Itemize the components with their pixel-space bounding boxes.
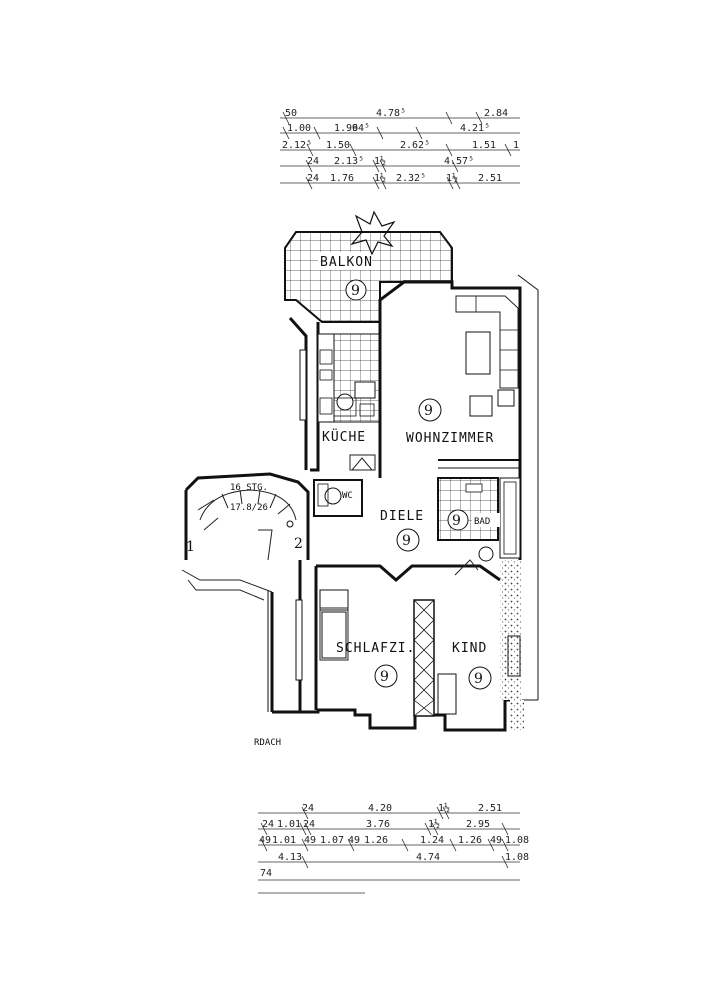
room-label-wc: WC: [342, 491, 353, 501]
living-room: 9 WOHNZIMMER: [378, 295, 520, 478]
dim-bottom-r3-j: 1.08: [505, 835, 529, 846]
hall: DIELE 9: [316, 509, 501, 582]
dim-bottom-r2-f: 2.95: [466, 819, 490, 830]
dim-top-r5-e: 1½: [446, 172, 458, 184]
dim-bottom-r3-e: 49: [348, 835, 360, 846]
dim-bottom-r3-f: 1.26: [364, 835, 388, 846]
room-label-bad: BAD: [474, 517, 490, 527]
dim-bottom-r4-a: 4.13: [278, 852, 302, 863]
dim-bottom-r3-b: 1.01: [272, 835, 296, 846]
staircase: 16 STG. 17.8/26 1 2: [181, 472, 310, 712]
bottom-edge-label: RDACH: [254, 738, 281, 748]
room-label-kueche: KÜCHE: [322, 428, 366, 445]
desk: [437, 673, 457, 715]
dim-top-r2-a: 1.00: [287, 123, 311, 134]
balcony: BALKON 9: [284, 210, 453, 323]
dim-bottom-r3-d: 1.07: [320, 835, 344, 846]
bathroom: 9 BAD: [437, 477, 522, 700]
room-label-kind: KIND: [452, 641, 487, 656]
dim-top-r2-b: 1.96: [334, 123, 358, 134]
dim-bottom-r5-a: 74: [260, 868, 272, 879]
dim-top-r3-d: 1.51: [472, 140, 496, 151]
room-label-wohnzimmer: WOHNZIMMER: [406, 431, 494, 446]
dim-top-r2-c: 94⁵: [352, 123, 370, 134]
dim-top-r3-e: 1: [513, 140, 519, 151]
dim-top-r5-d: 2.32⁵: [396, 173, 426, 184]
room-marker-wohnzimmer: 9: [424, 403, 433, 419]
dim-top-r3-b: 1.50: [326, 140, 350, 151]
dim-top-r1-c: 2.84: [484, 108, 508, 119]
room-label-diele: DIELE: [380, 509, 424, 524]
coffee-table: [465, 331, 491, 375]
room-marker-bad: 9: [452, 513, 461, 529]
room-marker-kind: 9: [474, 671, 483, 687]
room-label-schlafzimmer: SCHLAFZI.: [336, 641, 415, 656]
dim-top-r5-a: 24: [307, 173, 319, 184]
dim-top-r2-d: 4.21⁵: [460, 123, 490, 134]
dim-top-r4-c: 1½: [374, 155, 386, 167]
label-left-1: 1: [186, 539, 195, 555]
stair-steps-label: 16 STG.: [230, 483, 268, 493]
room-marker-diele: 9: [402, 533, 411, 549]
dim-bottom-r3-g: 1.24: [420, 835, 444, 846]
dim-bottom-r2-b: 1.01: [277, 819, 301, 830]
dim-top-r4-a: 24: [307, 156, 319, 167]
room-marker-balkon: 9: [351, 283, 360, 299]
dim-top-r4-b: 2.13⁵: [334, 156, 364, 167]
label-left-2: 2: [294, 536, 303, 552]
dim-top-r4-d: 4.57⁵: [444, 156, 474, 167]
compass-sketch-icon: [350, 210, 396, 256]
dim-bottom-r3-a: 49: [259, 835, 271, 846]
dim-top-r5-f: 2.51: [478, 173, 502, 184]
dim-top-r1-b: 4.78⁵: [376, 108, 406, 119]
dim-bottom-r1-c: 1½: [438, 802, 450, 814]
top-dimension-chains: 50 4.78⁵ 2.84 1.00 1.96 94⁵ 4.21⁵ 2.12⁵ …: [280, 108, 520, 190]
dim-top-r3-c: 2.62⁵: [400, 140, 430, 151]
dim-bottom-r3-c: 49: [304, 835, 316, 846]
dim-bottom-r4-c: 1.08: [505, 852, 529, 863]
dim-top-r5-c: 1½: [374, 172, 386, 184]
exterior-walls: [270, 274, 539, 732]
dim-bottom-r3-i: 49: [490, 835, 502, 846]
dim-bottom-r2-d: 3.76: [366, 819, 390, 830]
bed: [321, 611, 347, 659]
dim-top-r5-b: 1.76: [330, 173, 354, 184]
child-room: KIND 9: [437, 635, 524, 730]
left-windows: [295, 349, 307, 681]
dim-bottom-r1-b: 4.20: [368, 803, 392, 814]
dim-bottom-r1-d: 2.51: [478, 803, 502, 814]
wardrobe-divider: [413, 599, 435, 717]
dim-bottom-r4-b: 4.74: [416, 852, 440, 863]
dim-bottom-r3-h: 1.26: [458, 835, 482, 846]
room-marker-schlafzimmer: 9: [380, 669, 389, 685]
dim-top-r3-a: 2.12⁵: [282, 140, 312, 151]
kitchen: KÜCHE: [317, 333, 381, 471]
bedroom: SCHLAFZI. 9: [314, 566, 415, 710]
dim-top-r1-a: 50: [285, 108, 297, 119]
bottom-dimension-chains: 24 4.20 1½ 2.51 24 1.01 24 3.76 1½ 2.95 …: [258, 802, 529, 894]
wc-room: WC: [313, 479, 363, 517]
dim-bottom-r2-c: 24: [303, 819, 315, 830]
sofa: [455, 295, 519, 389]
room-label-balkon: BALKON: [320, 255, 373, 270]
dim-bottom-r1-a: 24: [302, 803, 314, 814]
dim-bottom-r2-a: 24: [262, 819, 274, 830]
armchair: [469, 395, 493, 417]
bath-window-hatch: [500, 560, 522, 700]
stair-ratio-label: 17.8/26: [230, 503, 268, 513]
dim-bottom-r2-e: 1½: [428, 818, 440, 830]
